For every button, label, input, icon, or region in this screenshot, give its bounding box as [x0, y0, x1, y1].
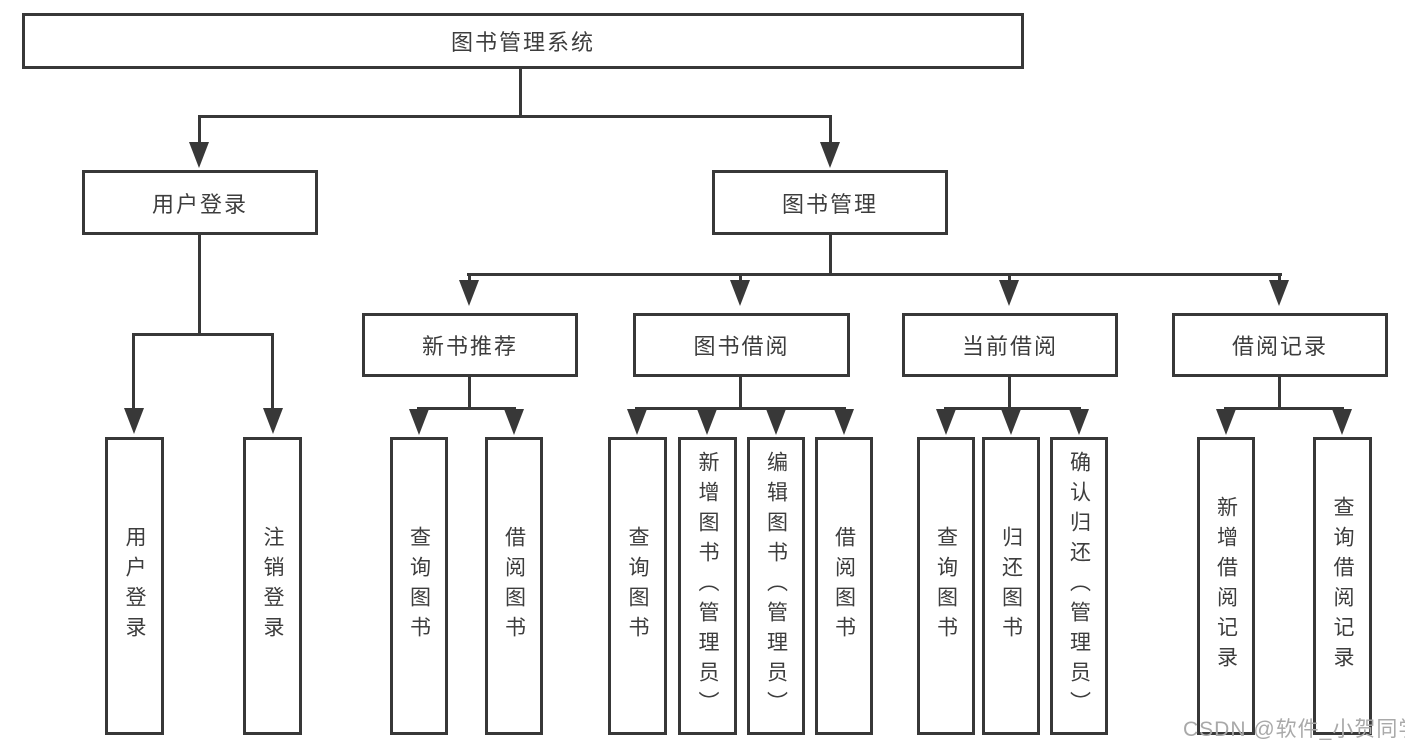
connector-line — [417, 407, 516, 410]
node-current-borrow: 当前借阅 — [902, 313, 1118, 377]
arrowhead-down-icon — [766, 409, 786, 435]
leaf-cb-query-book-label: 查询图书 — [934, 526, 958, 646]
arrowhead-down-icon — [189, 142, 209, 168]
node-current-borrow-label: 当前借阅 — [961, 334, 1058, 359]
leaf-br-add-record: 新增借阅记录 — [1197, 437, 1255, 735]
connector-line — [467, 273, 1282, 276]
arrowhead-down-icon — [504, 409, 524, 435]
leaf-bb-edit-book-admin: 编辑图书（管理员） — [747, 437, 805, 735]
connector-line — [468, 377, 471, 410]
connector-line — [519, 69, 522, 117]
node-new-book-recommend: 新书推荐 — [362, 313, 578, 377]
node-root-label: 图书管理系统 — [450, 30, 595, 55]
node-book-borrow: 图书借阅 — [633, 313, 850, 377]
connector-line — [739, 377, 742, 410]
arrowhead-down-icon — [697, 409, 717, 435]
node-book-management-label: 图书管理 — [781, 191, 878, 217]
leaf-rec-borrow-book: 借阅图书 — [485, 437, 543, 735]
connector-line — [1008, 377, 1011, 410]
leaf-cb-query-book: 查询图书 — [917, 437, 975, 735]
node-user-login-label: 用户登录 — [151, 191, 248, 217]
leaf-user-login-label: 用户登录 — [123, 526, 146, 646]
arrowhead-down-icon — [936, 409, 956, 435]
connector-line — [1224, 407, 1344, 410]
leaf-logout: 注销登录 — [243, 437, 302, 735]
connector-line — [198, 115, 832, 118]
leaf-cb-confirm-return-admin: 确认归还（管理员） — [1050, 437, 1108, 735]
arrowhead-down-icon — [1001, 409, 1021, 435]
connector-line — [739, 273, 742, 282]
leaf-bb-edit-book-admin-label: 编辑图书（管理员） — [764, 451, 788, 721]
arrowhead-down-icon — [459, 280, 479, 306]
connector-line — [271, 333, 274, 410]
leaf-rec-query-book: 查询图书 — [390, 437, 448, 735]
leaf-bb-add-book-admin: 新增图书（管理员） — [678, 437, 737, 735]
connector-line — [468, 273, 471, 282]
connector-line — [1008, 273, 1011, 282]
arrowhead-down-icon — [124, 408, 144, 434]
connector-line — [132, 333, 135, 410]
node-book-borrow-label: 图书借阅 — [693, 334, 790, 359]
leaf-cb-confirm-return-admin-label: 确认归还（管理员） — [1067, 451, 1091, 721]
arrowhead-down-icon — [627, 409, 647, 435]
leaf-br-query-record-label: 查询借阅记录 — [1331, 496, 1354, 676]
leaf-rec-borrow-book-label: 借阅图书 — [502, 526, 526, 646]
arrowhead-down-icon — [1332, 409, 1352, 435]
arrowhead-down-icon — [409, 409, 429, 435]
connector-line — [1278, 377, 1281, 410]
connector-line — [1278, 273, 1281, 282]
node-user-login: 用户登录 — [82, 170, 318, 235]
leaf-user-login: 用户登录 — [105, 437, 164, 735]
leaf-bb-query-book: 查询图书 — [608, 437, 667, 735]
arrowhead-down-icon — [834, 409, 854, 435]
connector-line — [635, 407, 846, 410]
leaf-logout-label: 注销登录 — [261, 526, 284, 646]
leaf-rec-query-book-label: 查询图书 — [407, 526, 431, 646]
connector-line — [829, 235, 832, 276]
leaf-bb-query-book-label: 查询图书 — [626, 526, 649, 646]
leaf-cb-return-book: 归还图书 — [982, 437, 1040, 735]
node-borrow-record-label: 借阅记录 — [1231, 334, 1328, 359]
leaf-br-add-record-label: 新增借阅记录 — [1214, 496, 1238, 676]
arrowhead-down-icon — [1069, 409, 1089, 435]
connector-line — [132, 333, 274, 336]
connector-line — [829, 115, 832, 143]
leaf-bb-borrow-book-label: 借阅图书 — [832, 526, 856, 646]
connector-line — [944, 407, 1081, 410]
node-book-management: 图书管理 — [712, 170, 948, 235]
arrowhead-down-icon — [263, 408, 283, 434]
node-new-book-recommend-label: 新书推荐 — [421, 334, 518, 359]
leaf-bb-add-book-admin-label: 新增图书（管理员） — [696, 451, 719, 721]
leaf-cb-return-book-label: 归还图书 — [999, 526, 1023, 646]
leaf-br-query-record: 查询借阅记录 — [1313, 437, 1372, 735]
node-root: 图书管理系统 — [22, 13, 1024, 69]
connector-line — [198, 115, 201, 143]
leaf-bb-borrow-book: 借阅图书 — [815, 437, 873, 735]
connector-line — [198, 235, 201, 335]
arrowhead-down-icon — [1216, 409, 1236, 435]
arrowhead-down-icon — [1269, 280, 1289, 306]
csdn-watermark: CSDN @软件_小贺同学 — [1183, 718, 1405, 741]
arrowhead-down-icon — [730, 280, 750, 306]
arrowhead-down-icon — [820, 142, 840, 168]
node-borrow-record: 借阅记录 — [1172, 313, 1388, 377]
arrowhead-down-icon — [999, 280, 1019, 306]
